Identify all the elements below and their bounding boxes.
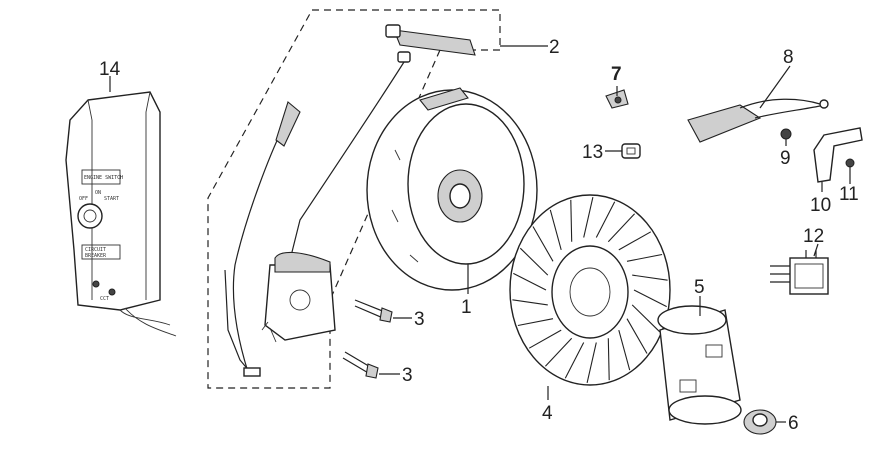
starter-cup-part <box>657 305 742 425</box>
fan-blade <box>607 213 636 243</box>
panel-on-label: ON <box>95 190 101 196</box>
callout-3-lower: 3 <box>402 365 413 386</box>
fan-blade <box>607 338 610 381</box>
fan-blade <box>549 209 562 251</box>
panel-small-label: CCT <box>100 296 109 302</box>
fan-blade <box>586 342 597 384</box>
rectifier-part <box>770 250 829 295</box>
fan-blade <box>512 299 548 306</box>
callout-4: 4 <box>542 403 553 424</box>
clip-part <box>605 89 629 109</box>
callout-10: 10 <box>810 195 831 216</box>
screw-11-part <box>845 158 855 176</box>
fan-blade <box>618 329 631 371</box>
cooling-fan-part <box>509 194 671 386</box>
panel-bottom-label-2: BREAKER <box>85 253 107 259</box>
panel-bottom-label-1: CIRCUIT <box>85 247 106 253</box>
control-panel-part: ENGINE SWITCH OFF ON START CIRCUIT BREAK… <box>65 91 177 337</box>
fan-blade <box>519 247 549 276</box>
flywheel-part <box>366 87 538 291</box>
callout-6: 6 <box>788 413 799 434</box>
callout-7: 7 <box>611 64 622 85</box>
callout-8: 8 <box>783 47 794 68</box>
callout-5: 5 <box>694 277 705 298</box>
nut-part <box>743 409 777 435</box>
fan-blade <box>528 329 562 349</box>
fan-blade <box>583 196 594 238</box>
fan-blade <box>631 304 661 333</box>
screw-9-part <box>780 128 792 140</box>
leader-lines <box>109 45 851 423</box>
fan-blade <box>544 337 573 367</box>
fan-blade <box>595 201 616 238</box>
sensor-part <box>687 98 829 143</box>
callout-labels: 1 2 3 3 4 5 6 7 8 9 10 11 12 13 14 <box>99 37 859 434</box>
fan-blade <box>517 318 554 327</box>
fan-blade <box>626 253 663 262</box>
fan-blade <box>570 199 573 242</box>
panel-start-label: START <box>104 196 119 202</box>
callout-3-upper: 3 <box>414 309 425 330</box>
callout-2: 2 <box>549 37 560 58</box>
bolt-upper-part <box>354 299 393 323</box>
panel-top-label: ENGINE SWITCH <box>84 175 123 181</box>
fan-blade <box>626 318 648 354</box>
plug-part <box>621 143 641 159</box>
fan-blade <box>632 274 668 281</box>
fan-blade <box>532 226 554 262</box>
bolt-lower-part <box>342 351 379 379</box>
fan-blade <box>633 289 667 308</box>
callout-11: 11 <box>839 184 859 205</box>
fan-blades <box>512 196 668 384</box>
panel-off-label: OFF <box>79 196 88 202</box>
fan-blade <box>564 342 585 379</box>
callout-14: 14 <box>99 59 121 80</box>
bracket-part <box>813 127 863 183</box>
callout-12: 12 <box>803 226 824 247</box>
fan-blade <box>513 272 547 291</box>
callout-9: 9 <box>780 148 791 169</box>
fan-blade <box>618 231 652 251</box>
ignition-coil-part <box>224 24 476 377</box>
callout-13: 13 <box>582 142 603 163</box>
callout-1: 1 <box>461 297 472 318</box>
